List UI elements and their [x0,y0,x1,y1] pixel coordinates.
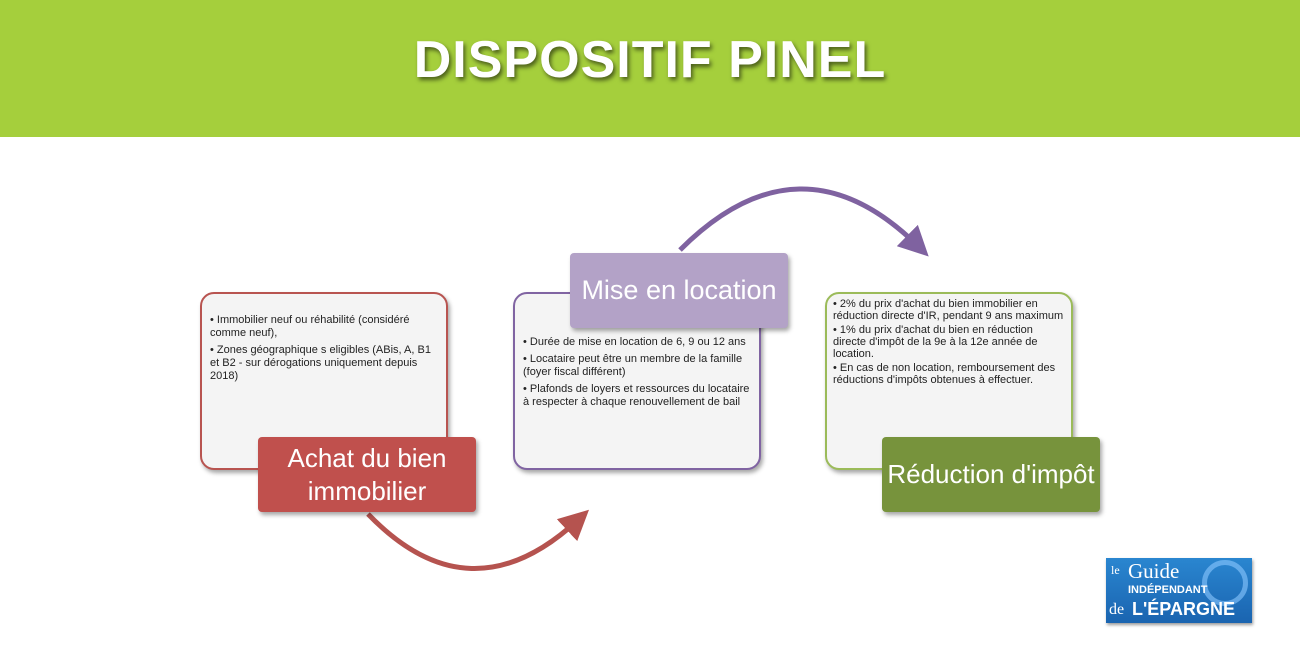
bullet: Plafonds de loyers et ressources du loca… [523,383,751,409]
step-1-label: Achat du bien immobilier [258,437,476,512]
page-title: DISPOSITIF PINEL [413,31,887,89]
bullet: Immobilier neuf ou réhabilité (considéré… [210,314,438,340]
header-banner [0,0,1300,137]
step-2-label: Mise en location [570,253,788,328]
arrow-step1-to-step2 [366,509,590,571]
bullet: 1% du prix d'achat du bien en réduction … [833,324,1066,360]
bullet: Zones géographique s eligibles (ABis, A,… [210,344,438,383]
bullet: En cas de non location, remboursement de… [833,362,1066,386]
step-3-details: 2% du prix d'achat du bien immobilier en… [825,292,1073,470]
bullet: Durée de mise en location de 6, 9 ou 12 … [523,336,751,349]
guide-epargne-logo: le Guide INDÉPENDANT de L'ÉPARGNE [1106,558,1252,623]
bullet: 2% du prix d'achat du bien immobilier en… [833,298,1066,322]
step-3-label: Réduction d'impôt [882,437,1100,512]
arrow-step2-to-step3 [678,186,929,257]
bullet: Locataire peut être un membre de la fami… [523,353,751,379]
